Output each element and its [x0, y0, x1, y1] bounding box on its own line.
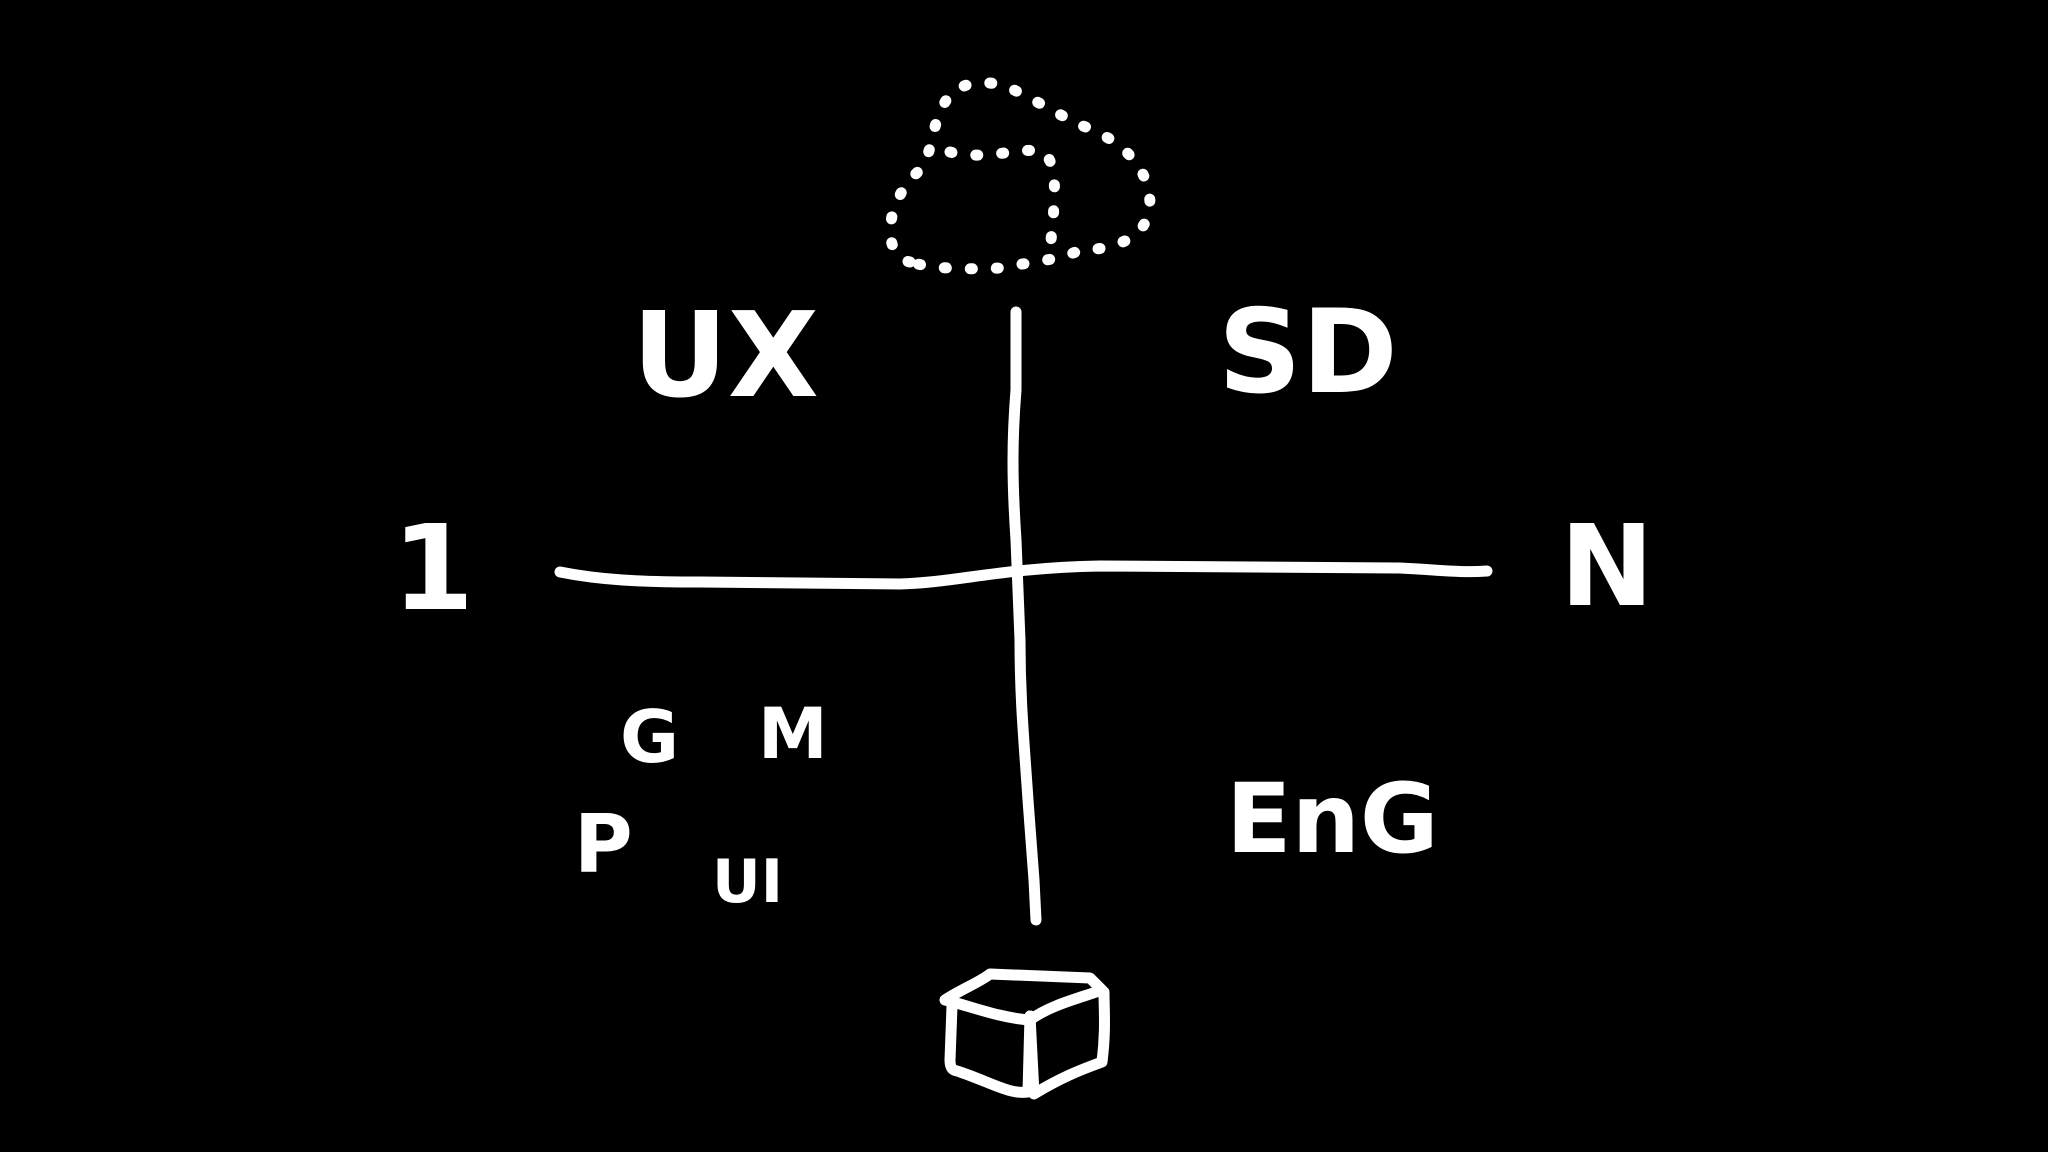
box-cube-icon [939, 968, 1110, 1100]
axis-label-right: N [1560, 502, 1654, 632]
quadrant-label-ux: UX [632, 286, 819, 424]
quadrant-label-sd: SD [1218, 285, 1398, 420]
cloud-outline [884, 77, 1156, 275]
quadrant-label-g: G [620, 695, 679, 779]
quadrant-label-m: M [758, 693, 828, 775]
cube-top-face [939, 968, 1108, 1026]
quadrant-label-p: P [574, 798, 633, 891]
cube-front-left-face [944, 1000, 1036, 1098]
quadrant-label-ui: UI [712, 847, 783, 917]
cube-front-right-face [1024, 986, 1110, 1100]
horizontal-axis [554, 560, 1493, 590]
quadrant-label-eng: EnG [1226, 763, 1439, 875]
dotted-cloud-icon [884, 77, 1156, 275]
axis-label-left: 1 [392, 499, 474, 637]
cloud-inner-curve [944, 144, 1060, 256]
vertical-axis [1007, 306, 1042, 926]
